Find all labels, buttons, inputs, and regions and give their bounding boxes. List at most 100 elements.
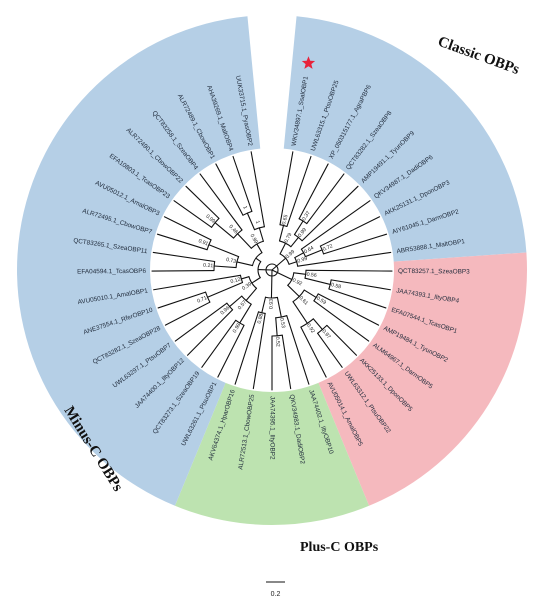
root-ring	[265, 263, 279, 277]
branch-radial-65	[258, 227, 264, 242]
branch-radial-52	[156, 233, 208, 251]
branch-radial-2	[298, 163, 329, 220]
scale-bar: 0.2	[266, 581, 285, 598]
branch-radial-37	[261, 296, 267, 314]
branch-radial-55	[208, 244, 240, 258]
branch-radial-3	[306, 173, 345, 225]
branch-radial-27	[292, 301, 308, 324]
bootstrap-value: 0.96	[220, 305, 232, 316]
branch-radial-61	[232, 155, 253, 212]
bootstrap-value: 0.58	[330, 282, 341, 290]
branch-radial-14	[279, 242, 287, 255]
branch-radial-17	[328, 288, 387, 309]
bootstrap-value: 0.73	[225, 257, 236, 265]
branch-radial-43	[229, 295, 243, 308]
branch-radial-70	[271, 257, 287, 271]
branch-radial-7	[290, 236, 300, 248]
bootstrap-value: 0.39	[241, 281, 253, 292]
branch-radial-50	[151, 269, 215, 272]
group-label-classic: Classic OBPs	[436, 34, 522, 78]
branch-radial-56	[173, 200, 213, 228]
branch-radial-8	[319, 216, 381, 247]
bootstrap-value: 0.56	[306, 272, 317, 279]
branch-radial-36	[276, 296, 282, 318]
branch-radial-68	[251, 277, 261, 284]
branch-radial-49	[240, 276, 250, 280]
bootstrap-value: 0.46	[227, 224, 238, 236]
bootstrap-value: 0.99	[297, 227, 308, 239]
branch-radial-64	[237, 233, 252, 249]
branch-radial-40	[186, 309, 234, 356]
branch-radial-48	[245, 287, 258, 302]
bootstrap-value: 0.61	[298, 295, 310, 306]
branch-radial-18	[305, 269, 393, 272]
star-icon	[301, 56, 316, 69]
branch-radial-54	[213, 265, 237, 269]
branch-radial-44	[164, 301, 211, 326]
branch-radial-26	[303, 289, 317, 298]
scale-bar-label: 0.2	[271, 591, 281, 598]
sector-plusc-2	[174, 382, 370, 525]
leaf-label: JAA74395.1_IltyOBP2	[268, 396, 275, 460]
bootstrap-value: 0.99	[248, 233, 258, 245]
branch-radial-0	[279, 151, 294, 226]
tree-branches	[151, 151, 393, 391]
leaf-label: EFA04594.1_TcasOBP6	[77, 268, 146, 276]
branch-radial-22	[326, 324, 358, 356]
branch-radial-72	[270, 269, 273, 299]
bootstrap-value: 0.65	[281, 214, 289, 225]
sector-classic-3	[17, 16, 261, 506]
branch-radial-24	[312, 318, 323, 331]
bootstrap-value: 0.99	[297, 256, 309, 265]
branch-radial-20	[317, 293, 380, 326]
bootstrap-value: 0.52	[274, 337, 281, 348]
bootstrap-value: 0.88	[257, 313, 265, 324]
bootstrap-value: 0.53	[278, 318, 286, 329]
bootstrap-value: 0.37	[301, 210, 312, 222]
bootstrap-value: 1	[254, 220, 261, 225]
branch-radial-67	[256, 243, 263, 254]
bootstrap-value: 0.92	[291, 278, 303, 288]
branch-radial-30	[281, 334, 292, 390]
bootstrap-value: 0.93	[269, 299, 275, 309]
branch-radial-66	[236, 261, 254, 267]
branch-radial-51	[152, 251, 216, 263]
branch-radial-34	[252, 312, 266, 390]
branch-radial-15	[288, 261, 298, 265]
branch-radial-16	[330, 279, 391, 291]
branch-radial-60	[215, 163, 244, 216]
bootstrap-value: 0.71	[196, 295, 208, 304]
branch-radial-23	[317, 332, 343, 368]
branch-radial-28	[293, 272, 307, 275]
bootstrap-value: 1	[241, 205, 248, 210]
branch-radial-4	[293, 220, 304, 236]
bootstrap-value: 0.99	[204, 214, 216, 225]
branch-radial-71	[271, 269, 293, 281]
branch-radial-58	[214, 222, 235, 239]
branch-radial-69	[255, 257, 262, 263]
branch-radial-35	[234, 311, 260, 385]
bootstrap-value: 0.79	[284, 232, 294, 244]
group-sectors	[17, 16, 528, 525]
branch-radial-11	[304, 249, 323, 258]
branch-radial-10	[300, 200, 371, 250]
branch-radial-41	[174, 302, 228, 342]
branch-radial-5	[301, 185, 359, 242]
bootstrap-value: 0.91	[197, 238, 209, 247]
branch-radial-38	[217, 324, 245, 378]
branch-radial-46	[206, 281, 244, 298]
branch-radial-21	[313, 300, 370, 342]
branch-radial-6	[278, 224, 285, 242]
branch-radial-63	[250, 151, 265, 228]
branch-radial-39	[201, 319, 237, 368]
bootstrap-value: 0.64	[303, 245, 315, 255]
branch-radial-13	[297, 251, 392, 267]
bootstrap-value: 0.57	[237, 299, 248, 311]
branch-radial-32	[286, 315, 310, 385]
bootstrap-value: 0.12	[230, 277, 241, 286]
bootstrap-value: 0.72	[322, 243, 334, 252]
branch-radial-25	[300, 326, 327, 378]
branch-radial-42	[239, 303, 252, 324]
